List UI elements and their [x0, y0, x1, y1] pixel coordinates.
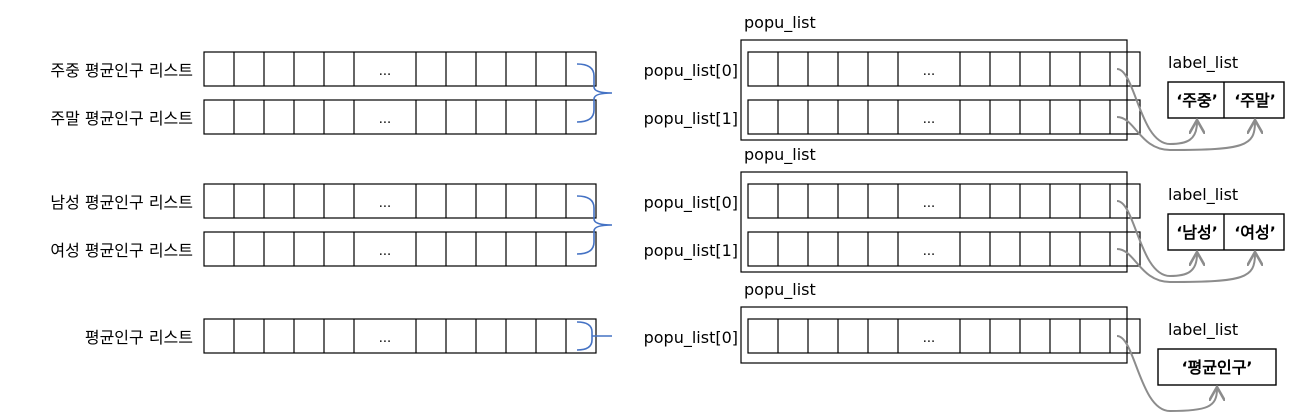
group-1-label-item: ‘주말’ — [1234, 91, 1276, 110]
group-3-popu-box — [740, 306, 1128, 364]
group-1-source-label: 주말 평균인구 리스트 — [50, 109, 193, 128]
group-1-popu-row-label: popu_list[0] — [644, 61, 738, 81]
group-3-label-title: label_list — [1168, 320, 1238, 340]
group-3-popu-row-label: popu_list[0] — [644, 328, 738, 348]
group-2-popu-row-ellipsis: ... — [923, 196, 935, 211]
group-2-popu-title: popu_list — [744, 145, 816, 165]
group-1-source-row-frame — [203, 51, 597, 87]
group-2-label-item: ‘여성’ — [1234, 223, 1276, 242]
group-1-popu-row-frame — [747, 99, 1141, 135]
group-1-arrow-2 — [1116, 116, 1255, 152]
group-3-source-label: 평균인구 리스트 — [85, 328, 193, 347]
group-2-popu-box — [740, 171, 1128, 273]
group-1-popu-row-frame — [747, 51, 1141, 87]
group-2-source-row-ellipsis: ... — [379, 196, 391, 211]
group-1-label-box — [1167, 81, 1285, 119]
group-2-label-title: label_list — [1168, 185, 1238, 205]
group-1-bracket — [576, 63, 613, 123]
group-3-label-item: ‘평균인구’ — [1181, 358, 1252, 377]
group-2-source-label: 남성 평균인구 리스트 — [50, 193, 193, 212]
group-2-label-item: ‘남성’ — [1176, 223, 1218, 242]
group-2-label-box — [1167, 213, 1285, 251]
group-1-label-title: label_list — [1168, 53, 1238, 73]
group-1-source-row-frame — [203, 99, 597, 135]
group-1-label-item: ‘주중’ — [1176, 91, 1218, 110]
group-1-source-row-ellipsis: ... — [379, 112, 391, 127]
group-2-arrow-2 — [1116, 248, 1255, 284]
group-2-popu-row-label: popu_list[0] — [644, 193, 738, 213]
group-1-popu-row-label: popu_list[1] — [644, 109, 738, 129]
group-2-arrow-1 — [1116, 200, 1197, 278]
group-2-source-label: 여성 평균인구 리스트 — [50, 241, 193, 260]
group-2-popu-row-ellipsis: ... — [923, 244, 935, 259]
group-2-popu-row-label: popu_list[1] — [644, 241, 738, 261]
group-3-popu-row-frame — [747, 318, 1141, 354]
group-2-source-row-ellipsis: ... — [379, 244, 391, 259]
group-2-popu-row-frame — [747, 231, 1141, 267]
group-2-source-row-frame — [203, 183, 597, 219]
group-3-bracket — [576, 321, 612, 351]
group-1-arrow-1 — [1116, 68, 1197, 146]
group-1-popu-title: popu_list — [744, 13, 816, 33]
group-2-source-row-frame — [203, 231, 597, 267]
group-1-popu-box — [740, 39, 1128, 141]
group-3-popu-title: popu_list — [744, 280, 816, 300]
group-1-source-row-ellipsis: ... — [379, 64, 391, 79]
group-3-source-row-frame — [203, 318, 597, 354]
group-1-source-label: 주중 평균인구 리스트 — [50, 61, 193, 80]
group-2-bracket — [576, 195, 613, 255]
group-2-popu-row-frame — [747, 183, 1141, 219]
group-1-popu-row-ellipsis: ... — [923, 112, 935, 127]
group-3-arrow-1 — [1116, 335, 1217, 413]
group-3-popu-row-ellipsis: ... — [923, 331, 935, 346]
group-3-source-row-ellipsis: ... — [379, 331, 391, 346]
group-1-popu-row-ellipsis: ... — [923, 64, 935, 79]
